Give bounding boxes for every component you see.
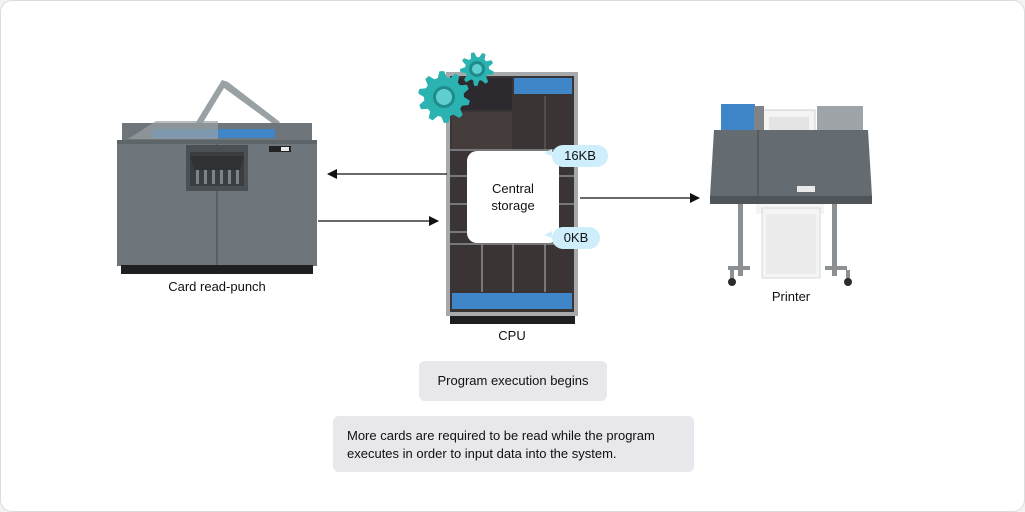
memory-bottom-marker: 0KB: [552, 227, 600, 249]
central-storage-label: Central storage: [491, 181, 535, 213]
card-read-punch-machine: [117, 80, 317, 274]
memory-top-marker: 16KB: [552, 145, 608, 167]
printer-machine: [710, 104, 872, 286]
explanation-note: More cards are required to be read while…: [333, 416, 694, 472]
printer-label: Printer: [771, 289, 811, 304]
gear-icon: [418, 71, 470, 123]
status-message: Program execution begins: [419, 361, 607, 401]
cpu-label: CPU: [498, 328, 526, 343]
cpu-cabinet: [446, 72, 578, 324]
gear-icon: [460, 52, 494, 86]
computer-flow-diagram: [117, 52, 872, 324]
card-read-punch-label: Card read-punch: [168, 279, 266, 294]
